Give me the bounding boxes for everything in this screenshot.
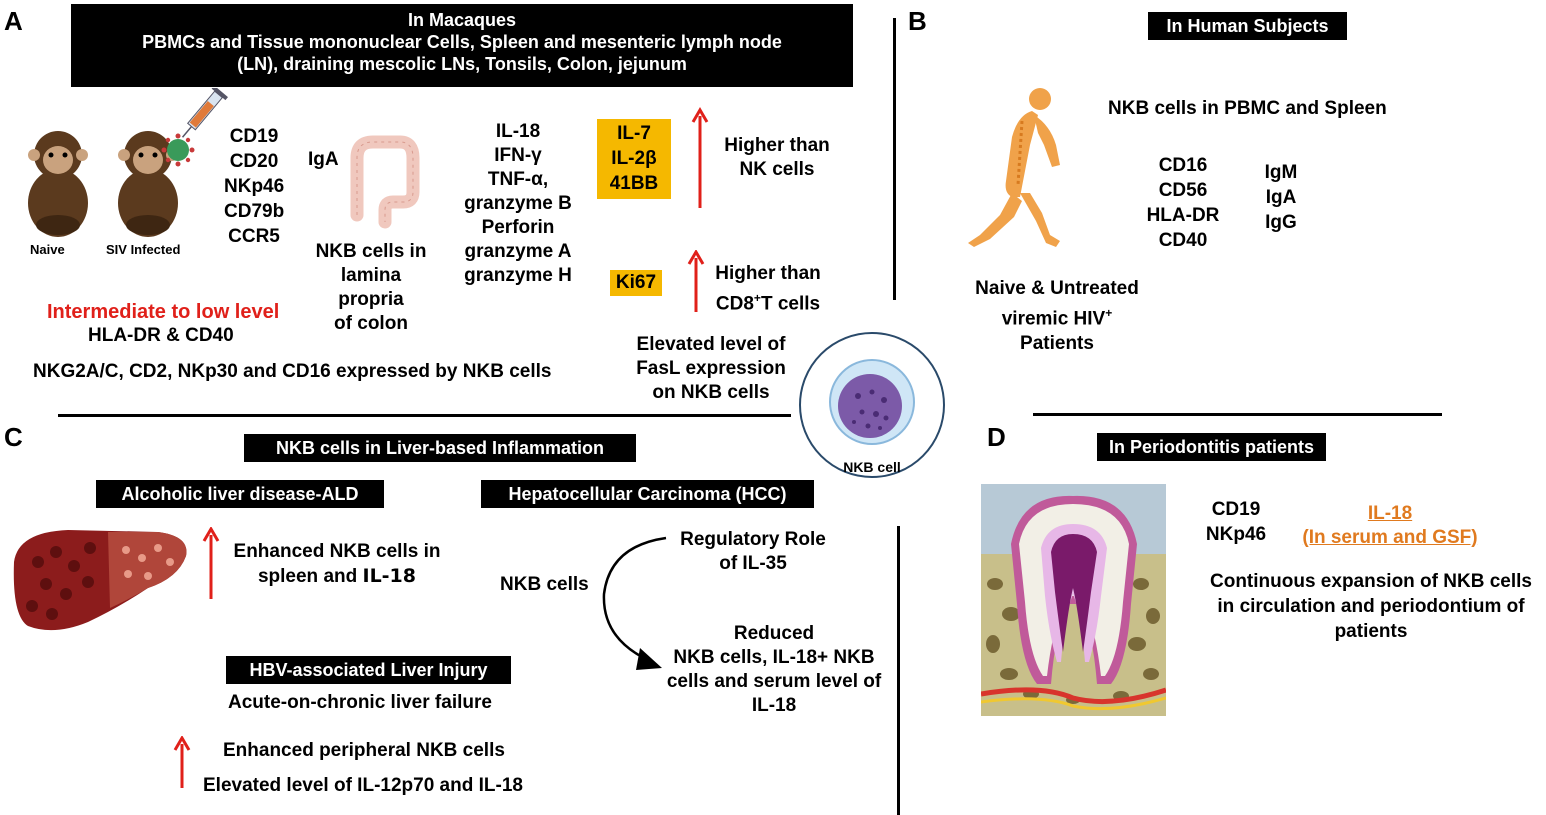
enhanced-peripheral: Enhanced peripheral NKB cells [223,740,505,761]
syringe-virus-icon [161,88,228,167]
panel-d-markers: CD19 NKp46 [1205,499,1267,545]
nkb-cell-circle [799,332,945,478]
liver-icon [13,530,187,631]
divider-ab [893,18,896,300]
panel-letter-a: A [4,6,23,36]
panel-letter-b: B [908,6,927,36]
ald-text: Enhanced NKB cells in spleen and IL-18 [233,541,441,587]
naive-label: Naive [30,242,65,257]
regulatory-text: Regulatory Role of IL-35 [680,529,826,574]
patients-text: Naive & Untreated viremic HIV+ Patients [975,278,1139,355]
continuous-expansion: Continuous expansion of NKB cells in cir… [1210,571,1532,642]
siv-label: SIV Infected [106,242,181,257]
divider-bd [1033,413,1442,416]
panel-b-igs: IgM IgA IgG [1264,162,1298,233]
il7-yellow-box: IL-7 IL-2β 41BB [597,119,671,199]
panel-c-header: NKB cells in Liver-based Inflammation [244,434,636,462]
panel-a-header: In Macaques PBMCs and Tissue mononuclear… [71,4,853,87]
hla-cd40-text: HLA-DR & CD40 [88,325,234,346]
intermediate-level-text: Intermediate to low level [47,301,280,323]
il18-sub-link: (In serum and GSF) [1302,527,1478,548]
iga-label: IgA [308,149,339,170]
up-arrow-icon [173,736,191,788]
ki67-yellow-box: Ki67 [610,270,662,296]
panel-b-header: In Human Subjects [1148,12,1347,40]
hcc-header: Hepatocellular Carcinoma (HCC) [481,480,814,508]
nkb-pbmc-spleen: NKB cells in PBMC and Spleen [1108,98,1387,119]
colon-icon [350,135,420,229]
panel-letter-c: C [4,422,23,452]
panel-letter-d: D [987,422,1006,452]
reduced-text: Reduced NKB cells, IL-18+ NKB cells and … [666,623,882,716]
divider-cd [897,526,900,815]
up-arrow-icon [202,527,220,599]
nkb-cells-label: NKB cells [500,574,589,595]
panel-d-header: In Periodontitis patients [1097,433,1326,461]
ald-header: Alcoholic liver disease-ALD [96,480,384,508]
cytokine-list: IL-18 IFN-γ TNF-α, granzyme B Perforin g… [464,121,572,286]
higher-than-nk: Higher than NK cells [724,135,830,180]
nkg2a-text: NKG2A/C, CD2, NKp30 and CD16 expressed b… [33,361,552,382]
panel-b-markers: CD16 CD56 HLA-DR CD40 [1146,155,1220,251]
acute-liver-failure: Acute-on-chronic liver failure [228,692,492,713]
elevated-il12: Elevated level of IL-12p70 and IL-18 [203,775,523,796]
fasl-text: Elevated level of FasL expression on NKB… [636,334,786,403]
il18-link: IL-18 [1367,503,1413,524]
curved-arrow-icon [602,536,667,670]
naive-monkey-icon [28,131,88,237]
up-arrow-icon [687,250,705,312]
divider-ac [58,414,791,417]
nkb-colon-text: NKB cells in lamina propria of colon [315,241,427,334]
up-arrow-icon [691,107,709,208]
higher-than-cd8: Higher than CD8+T cells [715,263,821,315]
nkb-cell-label: NKB cell [843,459,901,475]
tooth-cross-section-icon [981,484,1166,716]
hbv-header: HBV-associated Liver Injury [226,656,511,684]
panel-a-markers: CD19 CD20 NKp46 CD79b CCR5 [224,126,285,247]
human-figure-icon [968,88,1060,247]
